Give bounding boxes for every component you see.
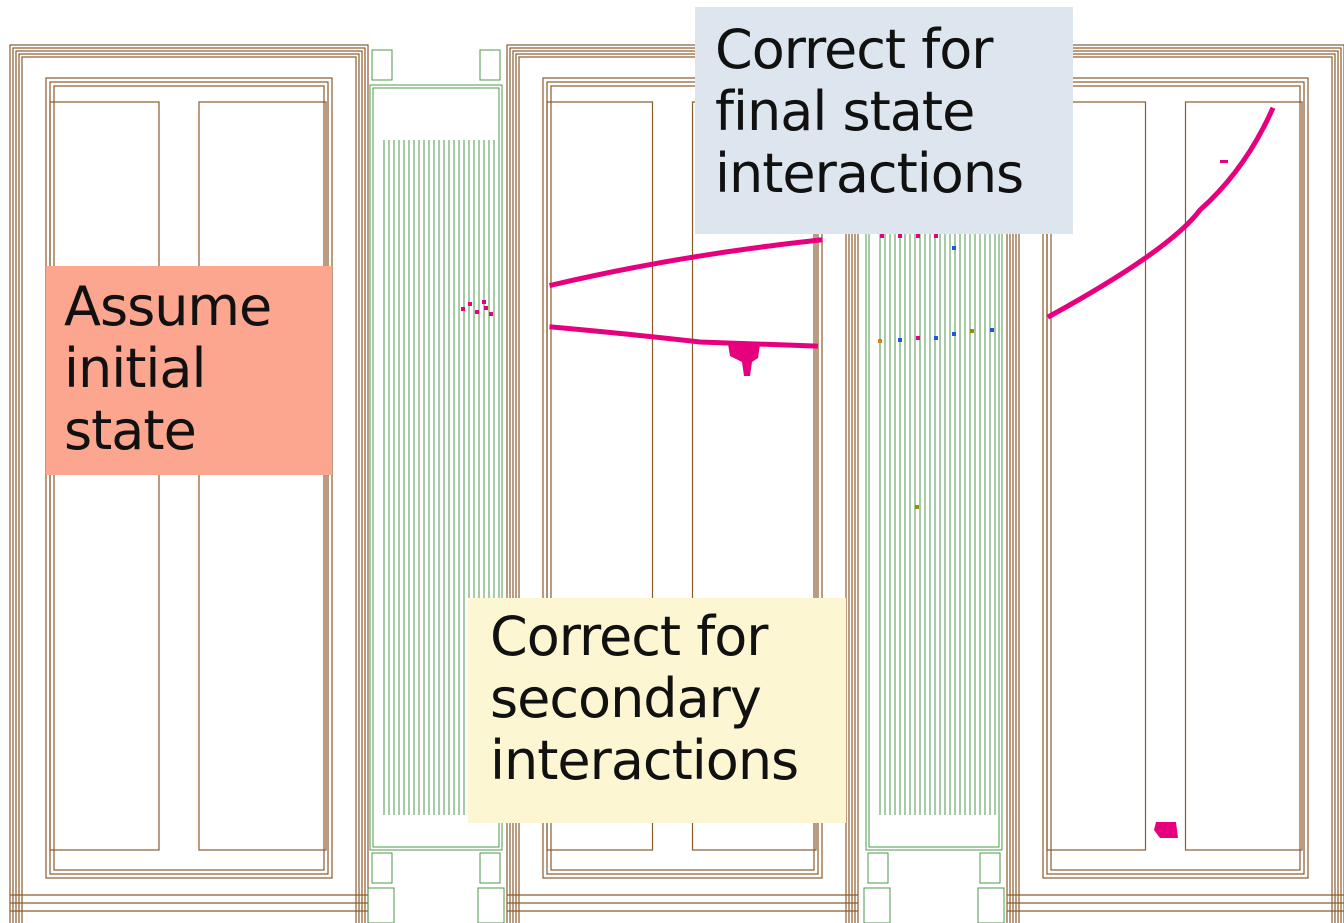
tracker-0-inner (372, 87, 500, 848)
hit-magenta (484, 306, 488, 310)
module-2-inner-frame (1042, 77, 1309, 879)
module-0-right-panel (198, 101, 327, 851)
hit-orange (878, 339, 882, 343)
module-1-outer-frame (512, 50, 853, 923)
callout-final-line-1: Correct for (715, 18, 994, 81)
hit-blue (952, 246, 956, 250)
module-0-inner-frame (49, 81, 329, 875)
hit-blue (934, 336, 938, 340)
hit-magenta (880, 234, 884, 238)
track-fragment (1220, 160, 1228, 163)
callout-secondary-line-2: secondary (490, 667, 762, 730)
hit-magenta (916, 234, 920, 238)
callout-initial-line-3: state (64, 399, 197, 462)
tracker-0-bottom-right-box (479, 852, 501, 884)
module-2-left-panel (1046, 101, 1147, 851)
hit-magenta (475, 310, 479, 314)
module-1-inner-frame (542, 77, 823, 879)
callout-secondary-line-3: interactions (490, 729, 799, 792)
detector-frames (9, 44, 1344, 923)
callout-final-state: Correct for final state interactions (695, 7, 1073, 234)
hit-blue (898, 338, 902, 342)
tracker-0-outer (369, 84, 503, 851)
module-0-outer-frame (15, 50, 363, 923)
module-0-outer-frame (21, 56, 357, 923)
tracker-0-foot-left (367, 887, 395, 923)
hit-blue (990, 328, 994, 332)
module-1-outer-frame (506, 44, 859, 923)
module-2-right-panel (1184, 101, 1303, 851)
detector-hits (461, 234, 994, 509)
tracker-1-bottom-right-box (979, 852, 1001, 884)
module-2-outer-frame (1009, 47, 1342, 923)
endpoint-blob (1154, 822, 1178, 838)
module-2-outer-frame (1015, 53, 1336, 923)
track-lower (549, 324, 818, 349)
tracker-0-bottom-left-box (371, 852, 393, 884)
hit-blue (952, 332, 956, 336)
module-1-inner-frame (550, 85, 815, 871)
hit-magenta (916, 336, 920, 340)
module-0-outer-frame (18, 53, 360, 923)
particle-tracks (548, 106, 1276, 838)
module-1-outer-frame (509, 47, 856, 923)
tracker-0-top-right-box (479, 49, 501, 81)
module-0-outer-frame (9, 44, 369, 923)
callout-secondary-interactions: Correct for secondary interactions (468, 598, 846, 823)
shower-blob (728, 344, 760, 376)
module-2-inner-frame (1046, 81, 1305, 875)
hit-magenta (482, 300, 486, 304)
tracker-1-foot-right (977, 887, 1005, 923)
module-2-outer-frame (1018, 56, 1333, 923)
hit-magenta (489, 312, 493, 316)
module-2-outer-frame (1012, 50, 1339, 923)
module-1-left-panel (546, 101, 654, 851)
hit-magenta (898, 234, 902, 238)
module-2-inner-frame (1050, 85, 1301, 871)
callout-final-line-3: interactions (715, 142, 1024, 205)
tracker-0-foot-right (477, 887, 505, 923)
tracker-0-top-left-box (371, 49, 393, 81)
callout-initial-line-1: Assume (64, 275, 272, 338)
module-1-outer-frame (518, 56, 847, 923)
hit-magenta (468, 302, 472, 306)
track-curved (1046, 106, 1276, 320)
tracker-1-bottom-left-box (867, 852, 889, 884)
callout-initial-state: Assume initial state (46, 266, 332, 475)
hit-olive (915, 505, 919, 509)
tracker-1-foot-left (863, 887, 891, 923)
hit-magenta (934, 234, 938, 238)
module-0-outer-frame (12, 47, 366, 923)
module-2-outer-frame (1006, 44, 1344, 923)
module-0-inner-frame (53, 85, 325, 871)
hit-olive (970, 329, 974, 333)
callout-secondary-line-1: Correct for (490, 605, 769, 668)
hit-magenta (461, 307, 465, 311)
module-0-left-panel (49, 101, 160, 851)
callout-final-line-2: final state (715, 80, 975, 143)
module-0-inner-frame (45, 77, 333, 879)
module-1-outer-frame (515, 53, 850, 923)
callout-initial-line-2: initial (64, 337, 207, 400)
track-upper (548, 237, 823, 289)
